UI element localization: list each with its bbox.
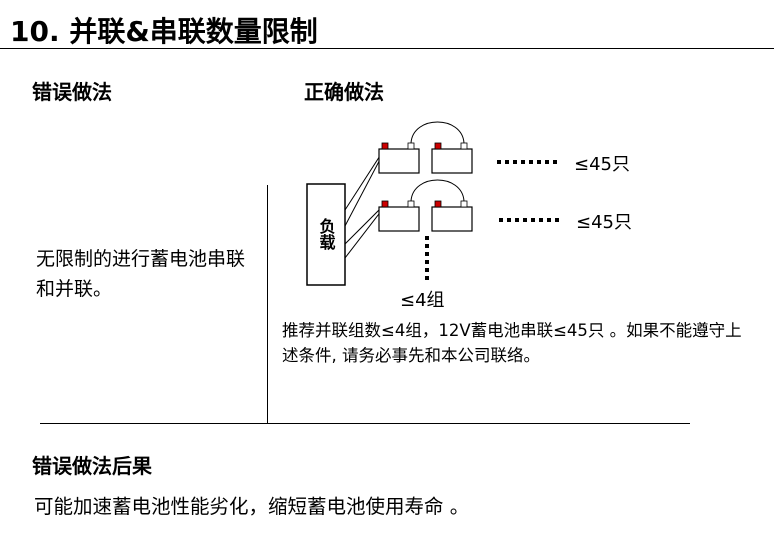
wrong-method-description: 无限制的进行蓄电池串联和并联。 xyxy=(36,248,246,300)
horizontal-divider xyxy=(40,423,690,424)
battery-top-1 xyxy=(378,142,420,174)
correct-method-heading: 正确做法 xyxy=(304,80,384,104)
load-wire-4 xyxy=(344,205,386,259)
series-limit-top: ≤45只 xyxy=(574,154,630,175)
load-box xyxy=(306,183,346,286)
series-limit-bottom: ≤45只 xyxy=(576,212,632,233)
battery-bottom-1 xyxy=(378,200,420,232)
parallel-limit: ≤4组 xyxy=(400,290,445,311)
vertical-divider xyxy=(267,185,268,423)
series-link-top xyxy=(410,121,465,144)
recommendation-text: 推荐并联组数≤4组，12V蓄电池串联≤45只 。如果不能遵守上述条件, 请务必事… xyxy=(282,321,742,365)
consequence-description: 可能加速蓄电池性能劣化，缩短蓄电池使用寿命 。 xyxy=(34,495,470,518)
battery-bottom-2 xyxy=(431,200,473,232)
series-link-bottom xyxy=(410,179,465,202)
load-label: 负载 xyxy=(317,217,336,251)
load-wire-2 xyxy=(344,149,386,227)
load-wire-3 xyxy=(344,203,386,245)
battery-top-2 xyxy=(431,142,473,174)
wrong-method-heading: 错误做法 xyxy=(32,80,112,104)
consequence-heading: 错误做法后果 xyxy=(32,454,152,478)
load-wire-1 xyxy=(344,147,386,211)
page-title: 10. 并联&串联数量限制 xyxy=(10,15,318,48)
title-underline xyxy=(0,48,774,49)
